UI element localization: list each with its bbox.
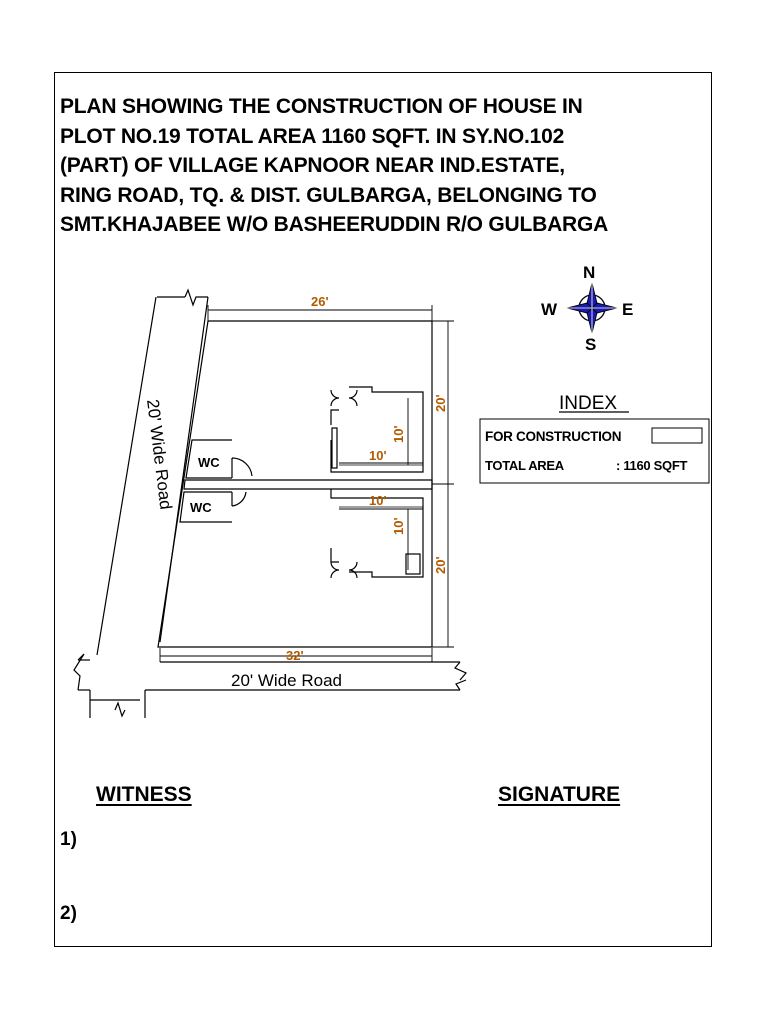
compass-rose-icon xyxy=(566,282,618,334)
wc-upper xyxy=(185,439,253,479)
title-line: PLAN SHOWING THE CONSTRUCTION OF HOUSE I… xyxy=(60,95,583,118)
dimension-lines xyxy=(159,305,454,662)
witness-heading: WITNESS xyxy=(96,783,192,806)
index-total-area-label: TOTAL AREA xyxy=(485,458,565,473)
compass-west-label: W xyxy=(541,300,558,319)
index-total-area-value: : 1160 SQFT xyxy=(616,458,687,473)
title-line: RING ROAD, TQ. & DIST. GULBARGA, BELONGI… xyxy=(60,183,597,207)
index-box xyxy=(479,418,710,484)
dim-top-label: 26' xyxy=(311,294,329,309)
index-heading: INDEX xyxy=(559,393,617,414)
dim-right-upper-label: 20' xyxy=(433,394,448,412)
plan-title: PLAN SHOWING THE CONSTRUCTION OF HOUSE I… xyxy=(60,92,708,240)
upper-room xyxy=(330,386,424,473)
room-upper-height-label: 10' xyxy=(391,425,406,443)
plot-boundary xyxy=(157,320,433,648)
title-line: SMT.KHAJABEE W/O BASHEERUDDIN R/O GULBAR… xyxy=(60,213,609,236)
wc-upper-label: WC xyxy=(198,455,220,470)
bottom-road-label: 20' Wide Road xyxy=(231,671,342,690)
dim-bottom-label: 32' xyxy=(286,648,304,663)
wc-lower-label: WC xyxy=(190,500,212,515)
title-line: (PART) OF VILLAGE KAPNOOR NEAR IND.ESTAT… xyxy=(60,154,565,177)
drawing-frame xyxy=(54,72,712,947)
road-outline xyxy=(73,288,467,718)
left-road-label: 20' Wide Road xyxy=(143,398,175,510)
witness-item-1: 1) xyxy=(60,829,77,850)
wc-lower xyxy=(179,491,247,523)
compass-south-label: S xyxy=(585,335,596,354)
lower-room xyxy=(330,489,424,579)
dim-right-lower-label: 20' xyxy=(433,556,448,574)
room-lower-width-label: 10' xyxy=(369,493,387,508)
compass-north-label: N xyxy=(583,263,595,282)
witness-item-2: 2) xyxy=(60,903,77,924)
title-line: PLOT NO.19 TOTAL AREA 1160 SQFT. IN SY.N… xyxy=(60,124,565,148)
signature-heading: SIGNATURE xyxy=(498,783,621,806)
index-construction-swatch xyxy=(651,427,703,444)
index-for-construction-label: FOR CONSTRUCTION xyxy=(485,429,621,444)
room-lower-height-label: 10' xyxy=(391,517,406,535)
room-upper-width-label: 10' xyxy=(369,448,387,463)
compass-east-label: E xyxy=(622,300,633,319)
